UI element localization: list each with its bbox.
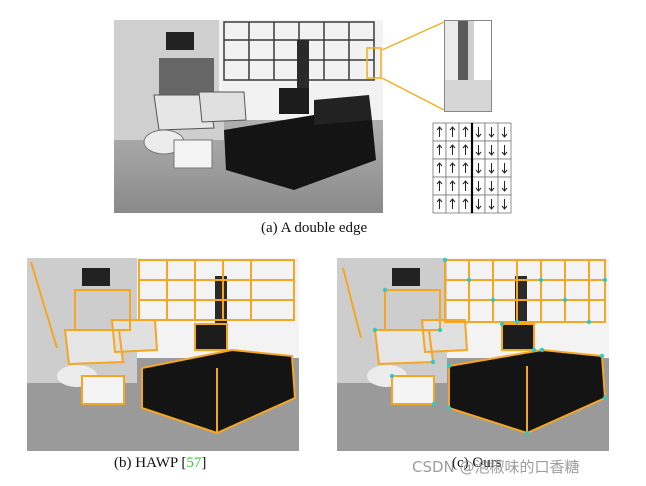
arrow-head [449, 144, 456, 149]
arrow-head [475, 133, 482, 138]
caption-b-text: (b) HAWP [ [114, 455, 187, 471]
zoom-inset [444, 20, 492, 112]
arrow-head [449, 126, 456, 131]
arrow-head [449, 198, 456, 203]
arrow-head [501, 169, 508, 174]
arrow-head [436, 198, 443, 203]
citation-link[interactable]: 57 [186, 455, 202, 471]
arrow-head [488, 133, 495, 138]
arrow-head [436, 126, 443, 131]
arrow-head [462, 198, 469, 203]
caption-c: (c) Ours [452, 455, 502, 471]
caption-b: (b) HAWP [57] [114, 455, 206, 472]
zoom-connector [381, 21, 445, 111]
caption-a: (a) A double edge [261, 220, 368, 236]
arrow-head [462, 162, 469, 167]
arrow-head [462, 180, 469, 185]
arrow-head [449, 180, 456, 185]
arrow-head [462, 126, 469, 131]
arrow-head [449, 162, 456, 167]
arrow-head [488, 205, 495, 210]
watermark: CSDN @泡椒味的口香糖 [412, 458, 580, 476]
arrow-head [475, 205, 482, 210]
arrow-head [501, 151, 508, 156]
photo-c [337, 258, 609, 451]
arrow-head [488, 151, 495, 156]
arrow-head [436, 162, 443, 167]
caption-b-close: ] [201, 455, 207, 471]
arrow-head [488, 169, 495, 174]
arrow-head [488, 187, 495, 192]
arrow-head [475, 169, 482, 174]
arrow-head [462, 144, 469, 149]
arrow-head [436, 144, 443, 149]
photo-a [114, 20, 383, 213]
photo-b [27, 258, 299, 451]
arrow-head [501, 205, 508, 210]
arrow-head [475, 151, 482, 156]
arrow-grid [432, 122, 512, 214]
arrow-head [501, 133, 508, 138]
arrow-head [436, 180, 443, 185]
arrow-head [501, 187, 508, 192]
arrow-head [475, 187, 482, 192]
